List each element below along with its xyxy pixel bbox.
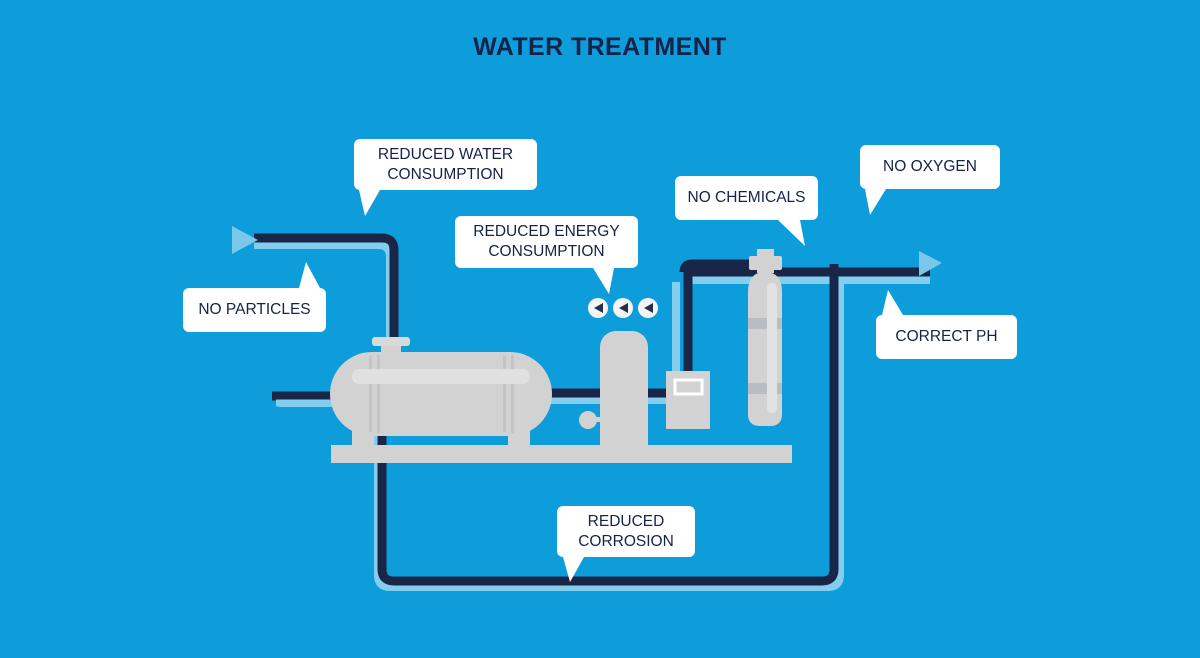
- gauge-cluster: [588, 298, 658, 318]
- callout-reduced-water-consumption-label: REDUCED WATER CONSUMPTION: [377, 145, 514, 183]
- column-lower: [600, 380, 648, 451]
- callout-tails: [299, 189, 903, 582]
- control-panel-display: [673, 378, 704, 396]
- tank-seam-right-a: [503, 356, 506, 432]
- callout-no-chemicals-label: NO CHEMICALS: [687, 189, 806, 206]
- tail-reduced-water-consumption: [359, 190, 380, 216]
- tail-no-chemicals: [778, 220, 805, 246]
- callout-reduced-corrosion[interactable]: REDUCED CORROSION: [557, 506, 695, 557]
- tank-seam-left-a: [369, 356, 372, 432]
- treatment-column: [600, 331, 648, 451]
- gas-cylinder: [748, 249, 782, 426]
- tank-highlight: [352, 369, 530, 384]
- tail-correct-ph: [882, 290, 903, 315]
- callout-no-chemicals[interactable]: NO CHEMICALS: [675, 176, 818, 220]
- callout-reduced-corrosion-label: REDUCED CORROSION: [578, 512, 674, 550]
- callout-reduced-energy-consumption-label: REDUCED ENERGY CONSUMPTION: [473, 223, 620, 260]
- callout-correct-ph-label: CORRECT PH: [895, 328, 998, 345]
- cylinder-collar: [749, 256, 782, 270]
- callout-no-particles[interactable]: NO PARTICLES: [183, 288, 326, 332]
- callout-reduced-energy-consumption[interactable]: REDUCED ENERGY CONSUMPTION: [455, 216, 638, 268]
- tank-seam-right-b: [511, 355, 514, 433]
- horizontal-storage-tank: [330, 337, 552, 447]
- flow-arrows: [232, 226, 942, 276]
- tail-reduced-energy-consumption: [593, 268, 614, 294]
- control-panel: [666, 371, 710, 429]
- tail-no-oxygen: [865, 189, 886, 215]
- cylinder-band-upper: [748, 318, 782, 329]
- gauge-3: [638, 298, 658, 318]
- base-platform: [331, 445, 792, 463]
- pipe-inlet-run: [254, 233, 399, 393]
- valve-assembly: [579, 411, 611, 429]
- callout-no-oxygen-label: NO OXYGEN: [883, 158, 977, 175]
- gauge-2: [613, 298, 633, 318]
- tank-seam-left-b: [377, 355, 380, 433]
- gauge-1: [588, 298, 608, 318]
- valve-stem: [595, 417, 611, 422]
- cylinder-band-lower: [748, 383, 782, 394]
- outlet-arrow-icon: [919, 251, 942, 276]
- page-title: WATER TREATMENT: [473, 33, 727, 61]
- callout-reduced-water-consumption[interactable]: REDUCED WATER CONSUMPTION: [354, 139, 537, 190]
- inlet-arrow-icon: [232, 226, 258, 254]
- tail-reduced-corrosion: [563, 557, 584, 582]
- tail-no-particles: [299, 262, 320, 288]
- callout-correct-ph[interactable]: CORRECT PH: [876, 315, 1017, 359]
- cylinder-highlight: [767, 283, 777, 413]
- pipe-bottle-top: [679, 259, 758, 273]
- valve-handle-icon: [579, 411, 597, 429]
- callout-no-particles-label: NO PARTICLES: [198, 301, 311, 318]
- callout-no-oxygen[interactable]: NO OXYGEN: [860, 145, 1000, 189]
- tank-body: [330, 352, 552, 436]
- tank-flange: [372, 337, 410, 346]
